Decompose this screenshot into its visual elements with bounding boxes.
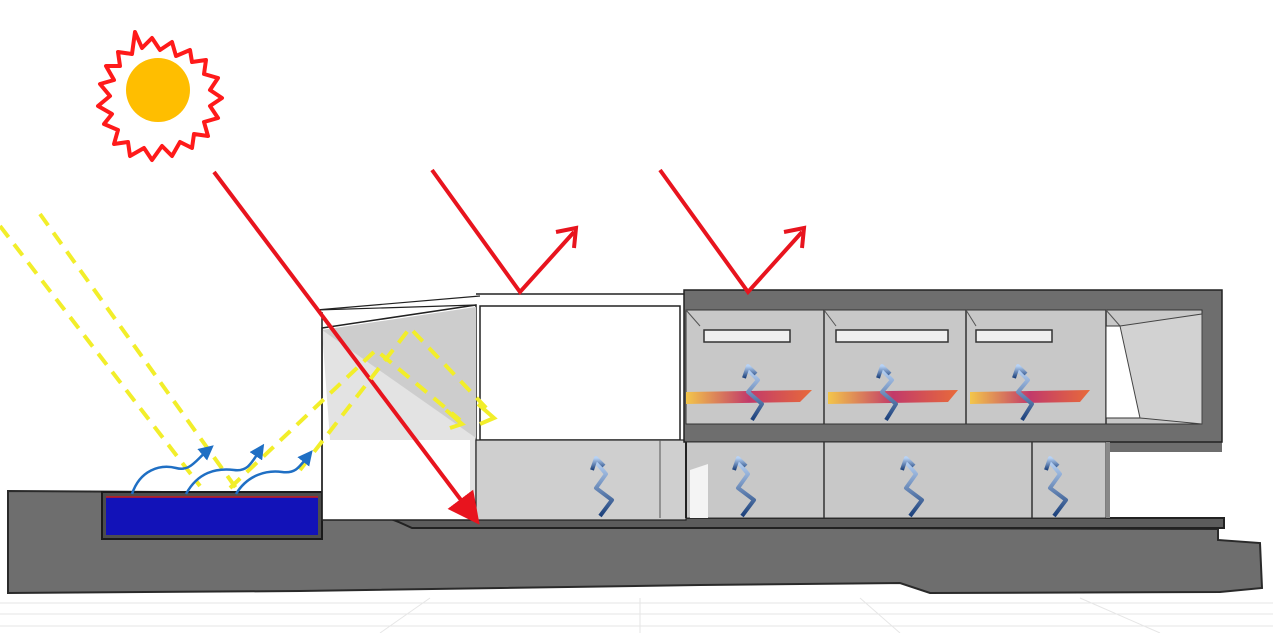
diffuse-ray-heads [444, 402, 498, 430]
ground-grid [0, 597, 1273, 633]
roof-reflection-2 [658, 168, 807, 296]
radiant-floor-1 [686, 390, 812, 404]
radiant-floor-2 [828, 390, 958, 404]
lower-rooms [685, 441, 1110, 519]
convection-arrows-upper [742, 364, 1034, 422]
direct-sun-ray [212, 170, 480, 525]
convection-arrows-lower [590, 456, 1068, 518]
central-volume [475, 293, 687, 521]
pool [101, 491, 323, 540]
west-volume [315, 295, 481, 521]
diffuse-rays [0, 212, 492, 490]
sun-icon [96, 30, 224, 162]
east-volume [683, 289, 1223, 452]
roof-reflection-1 [430, 168, 579, 296]
radiant-floor-3 [970, 390, 1090, 404]
evaporation-arrows [130, 443, 313, 495]
